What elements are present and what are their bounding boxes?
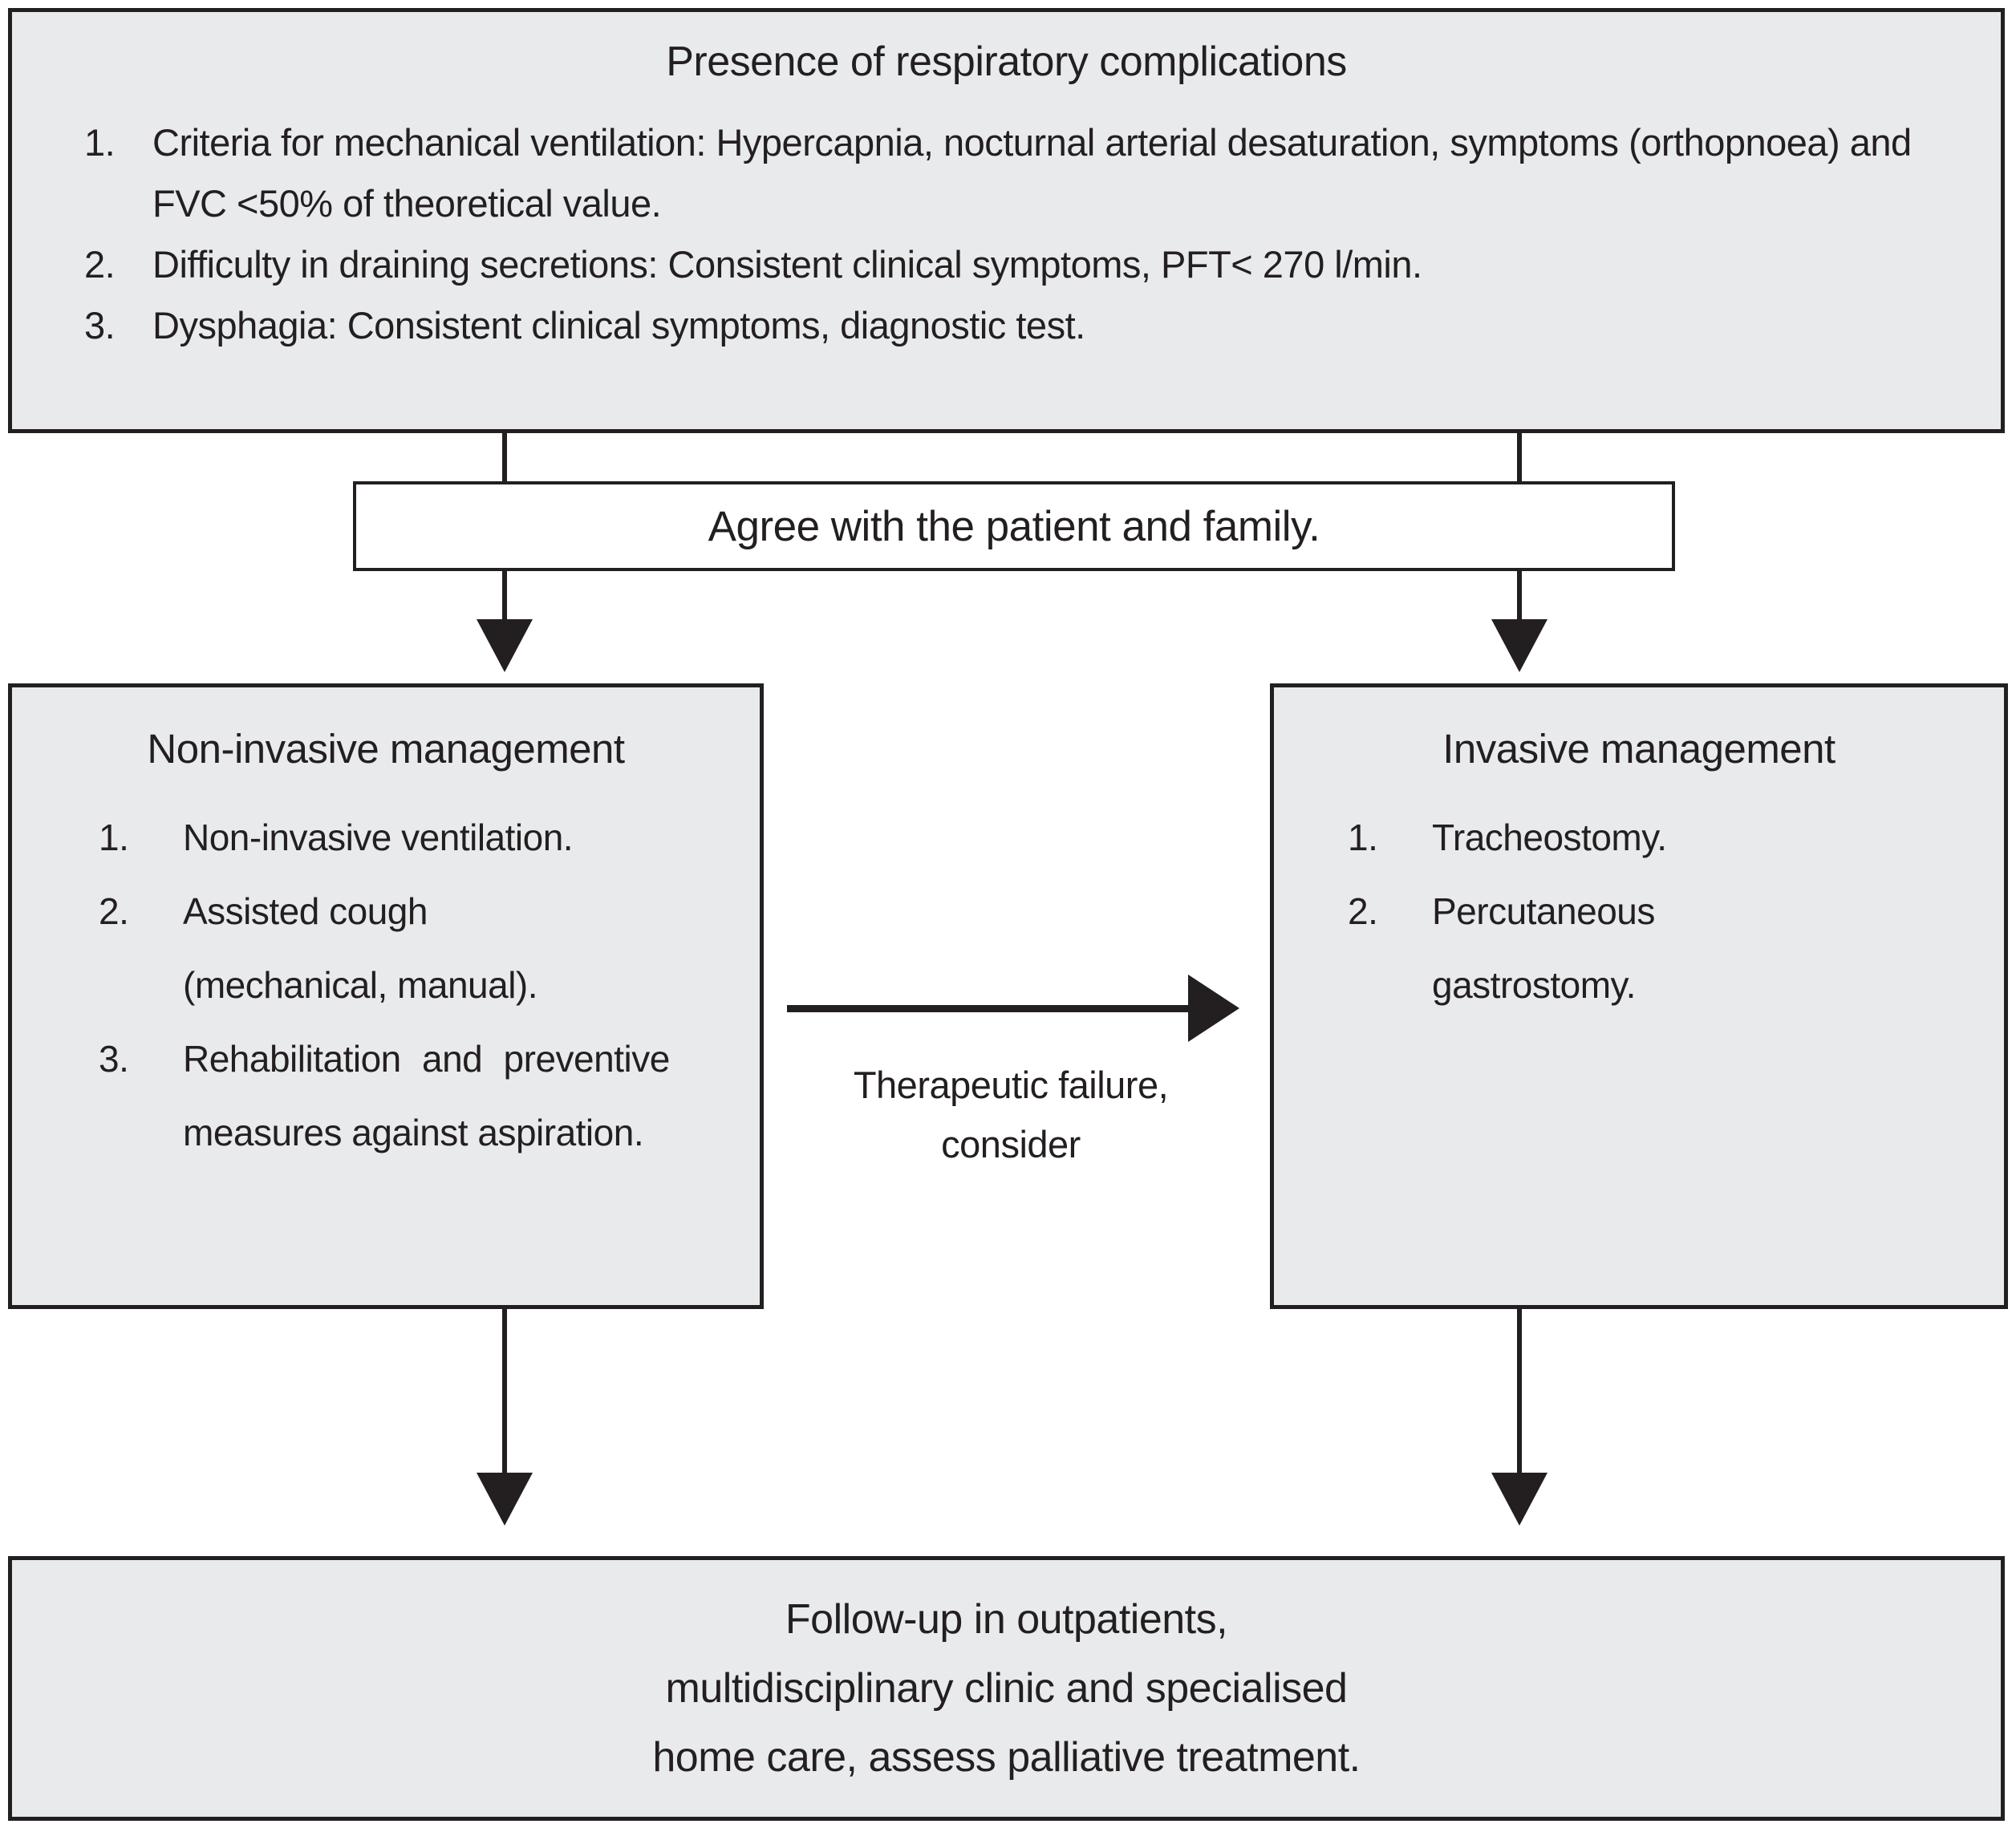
agree-box-text: Agree with the patient and family.: [708, 502, 1320, 550]
top-box-title: Presence of respiratory complications: [666, 39, 1347, 85]
item-line: (mechanical, manual).: [183, 963, 538, 1006]
respiratory-complications-box: Presence of respiratory complications 1.…: [8, 8, 2005, 433]
non-invasive-management-box: Non-invasive management 1. Non-invasive …: [8, 683, 764, 1309]
follow-up-line: home care, assess palliative treatment.: [652, 1734, 1361, 1781]
item-line: Assisted cough: [183, 890, 428, 932]
connector-line: [787, 1005, 1190, 1012]
item-text: Non-invasive ventilation.: [183, 801, 732, 874]
connector-line: [1517, 1307, 1522, 1474]
connector-line: [1517, 569, 1522, 621]
arrow-right-icon: [1188, 975, 1239, 1042]
item-line: gastrostomy.: [1432, 963, 1636, 1006]
item-line: Tracheostomy.: [1432, 816, 1667, 858]
item-number: 3.: [99, 1037, 129, 1080]
agree-box: Agree with the patient and family.: [353, 481, 1675, 571]
item-text: Tracheostomy.: [1432, 801, 1980, 874]
item-line: measures against aspiration.: [183, 1111, 644, 1153]
follow-up-box: Follow-up in outpatients, multidisciplin…: [8, 1556, 2005, 1821]
list-item: 2. Difficulty in draining secretions: Co…: [84, 234, 1961, 295]
arrow-down-icon: [477, 1473, 533, 1526]
list-item: 3. Dysphagia: Consistent clinical sympto…: [84, 295, 1961, 356]
connector-line: [502, 1307, 507, 1474]
top-box-list: 1. Criteria for mechanical ventilation: …: [84, 112, 1961, 356]
item-text: Criteria for mechanical ventilation: Hyp…: [152, 121, 1912, 225]
follow-up-line: Follow-up in outpatients,: [785, 1596, 1228, 1643]
item-number: 1.: [99, 816, 129, 858]
item-line: Non-invasive ventilation.: [183, 816, 574, 858]
connector-line: [502, 569, 507, 621]
connector-line: [502, 432, 507, 483]
left-box-list: 1. Non-invasive ventilation. 2. Assisted…: [12, 801, 760, 1169]
item-number: 1.: [1348, 816, 1378, 858]
right-box-title: Invasive management: [1442, 726, 1835, 772]
list-item: 1. Criteria for mechanical ventilation: …: [84, 112, 1961, 234]
item-number: 2.: [84, 243, 116, 286]
list-item: 2. Percutaneous gastrostomy.: [1348, 874, 1980, 1022]
label-line: Therapeutic failure,: [853, 1064, 1169, 1106]
connector-line: [1517, 432, 1522, 483]
item-number: 3.: [84, 304, 116, 347]
item-number: 2.: [99, 890, 129, 932]
therapeutic-failure-label: Therapeutic failure, consider: [770, 1056, 1251, 1174]
item-text: Dysphagia: Consistent clinical symptoms,…: [152, 304, 1085, 347]
arrow-down-icon: [1491, 619, 1547, 672]
list-item: 2. Assisted cough (mechanical, manual).: [99, 874, 732, 1022]
list-item: 1. Tracheostomy.: [1348, 801, 1980, 874]
arrow-down-icon: [477, 619, 533, 672]
item-number: 2.: [1348, 890, 1378, 932]
list-item: 1. Non-invasive ventilation.: [99, 801, 732, 874]
left-box-title: Non-invasive management: [147, 726, 625, 772]
item-line: Rehabilitation and preventive: [183, 1037, 670, 1080]
item-line: Percutaneous: [1432, 890, 1655, 932]
right-box-list: 1. Tracheostomy. 2. Percutaneous gastros…: [1274, 801, 2004, 1022]
item-text: Difficulty in draining secretions: Consi…: [152, 243, 1422, 286]
item-text: Assisted cough (mechanical, manual).: [183, 874, 732, 1022]
list-item: 3. Rehabilitation and preventive measure…: [99, 1022, 732, 1169]
item-number: 1.: [84, 121, 116, 164]
item-text: Percutaneous gastrostomy.: [1432, 874, 1980, 1022]
label-line: consider: [941, 1123, 1081, 1165]
arrow-down-icon: [1491, 1473, 1547, 1526]
follow-up-line: multidisciplinary clinic and specialised: [665, 1665, 1348, 1712]
invasive-management-box: Invasive management 1. Tracheostomy. 2. …: [1270, 683, 2008, 1309]
item-text: Rehabilitation and preventive measures a…: [183, 1022, 732, 1169]
